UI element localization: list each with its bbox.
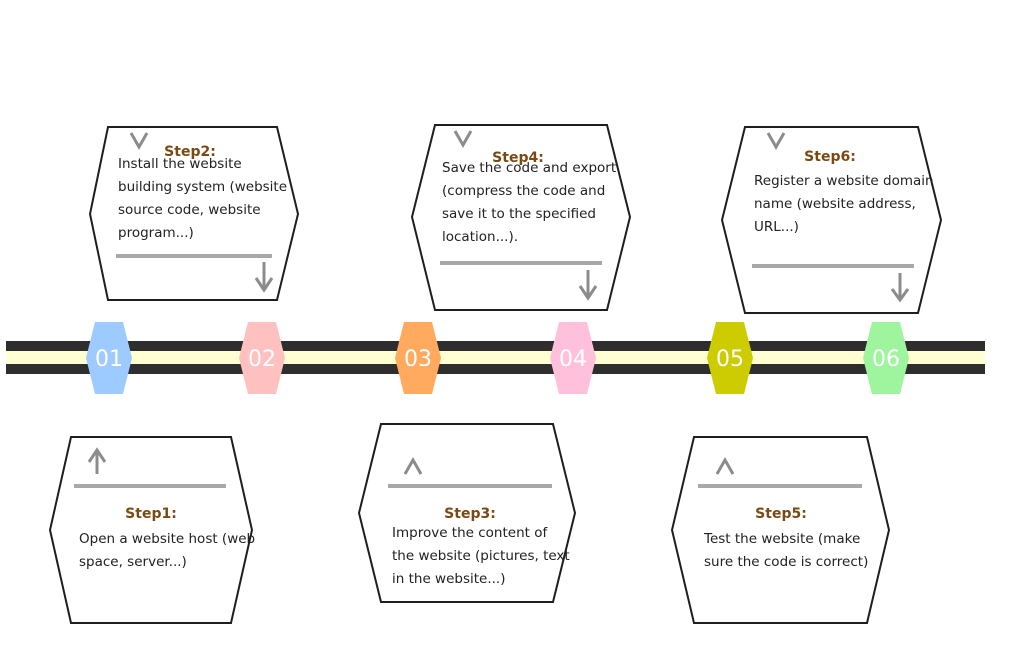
track-inner bbox=[6, 351, 985, 364]
down-arrow-icon bbox=[254, 262, 274, 293]
step3-line-2: the website (pictures, text bbox=[392, 548, 570, 564]
step3-line-1: Improve the content of bbox=[392, 525, 548, 541]
step1-title: Step1: bbox=[125, 506, 177, 522]
chevron-down-icon bbox=[766, 132, 786, 151]
step3-title: Step3: bbox=[444, 506, 496, 522]
timeline-track bbox=[6, 341, 985, 374]
node-05: 05 bbox=[707, 322, 753, 394]
step5-card: Step5: Test the website (make sure the c… bbox=[670, 436, 891, 624]
step1-line-1: Open a website host (web bbox=[79, 531, 255, 547]
step3-card: Step3: Improve the content of the websit… bbox=[357, 423, 577, 603]
step4-card: Step4: Save the code and export (compres… bbox=[410, 124, 632, 311]
node-03-label: 03 bbox=[404, 347, 432, 372]
step1-card: Step1: Open a website host (web space, s… bbox=[48, 436, 255, 624]
step5-line-2: sure the code is correct) bbox=[704, 554, 868, 570]
node-05-label: 05 bbox=[716, 347, 744, 372]
step4-title: Step4: bbox=[492, 150, 544, 166]
step4-line-2: (compress the code and bbox=[442, 183, 605, 199]
node-06-label: 06 bbox=[872, 347, 900, 372]
node-03: 03 bbox=[395, 322, 441, 394]
step4-line-1: Save the code and export bbox=[442, 160, 616, 176]
step5-title: Step5: bbox=[755, 506, 807, 522]
node-04-hexagon bbox=[550, 322, 596, 394]
chevron-up-icon bbox=[403, 456, 423, 475]
step6-line-2: name (website address, bbox=[754, 196, 916, 212]
step4-line-3: save it to the specified bbox=[442, 206, 596, 222]
chevron-up-icon bbox=[715, 456, 735, 475]
node-06: 06 bbox=[863, 322, 909, 394]
step6-line-3: URL...) bbox=[754, 219, 799, 235]
step5-box bbox=[670, 436, 891, 624]
node-06-hexagon bbox=[863, 322, 909, 394]
step2-line-4: program...) bbox=[118, 225, 194, 241]
step6-line-1: Register a website domain bbox=[754, 173, 934, 189]
chevron-down-icon bbox=[453, 130, 473, 149]
step2-line-3: source code, website bbox=[118, 202, 261, 218]
node-02-label: 02 bbox=[248, 347, 276, 372]
node-03-hexagon bbox=[395, 322, 441, 394]
step5-line-1: Test the website (make bbox=[703, 531, 860, 547]
step1-box bbox=[48, 436, 254, 624]
step3-box bbox=[357, 423, 577, 603]
node-04-label: 04 bbox=[559, 347, 587, 372]
step3-line-3: in the website...) bbox=[392, 571, 505, 587]
step6-card: Step6: Register a website domain name (w… bbox=[720, 126, 943, 314]
step2-line-2: building system (website bbox=[118, 179, 287, 195]
node-01-label: 01 bbox=[95, 347, 123, 372]
step1-line-2: space, server...) bbox=[79, 554, 187, 570]
chevron-down-icon bbox=[129, 132, 149, 151]
node-01-hexagon bbox=[86, 322, 132, 394]
down-arrow-icon bbox=[890, 273, 910, 303]
step2-line-1: Install the website bbox=[118, 156, 242, 172]
step2-title: Step2: bbox=[164, 144, 216, 160]
node-05-hexagon bbox=[707, 322, 753, 394]
node-01: 01 bbox=[86, 322, 132, 394]
node-02: 02 bbox=[239, 322, 285, 394]
step4-line-4: location...). bbox=[442, 229, 518, 245]
node-02-hexagon bbox=[239, 322, 285, 394]
down-arrow-icon bbox=[578, 270, 598, 301]
node-04: 04 bbox=[550, 322, 596, 394]
up-arrow-icon bbox=[87, 447, 107, 474]
step2-card: Step2: Install the website building syst… bbox=[88, 126, 300, 301]
step6-title: Step6: bbox=[804, 149, 856, 165]
